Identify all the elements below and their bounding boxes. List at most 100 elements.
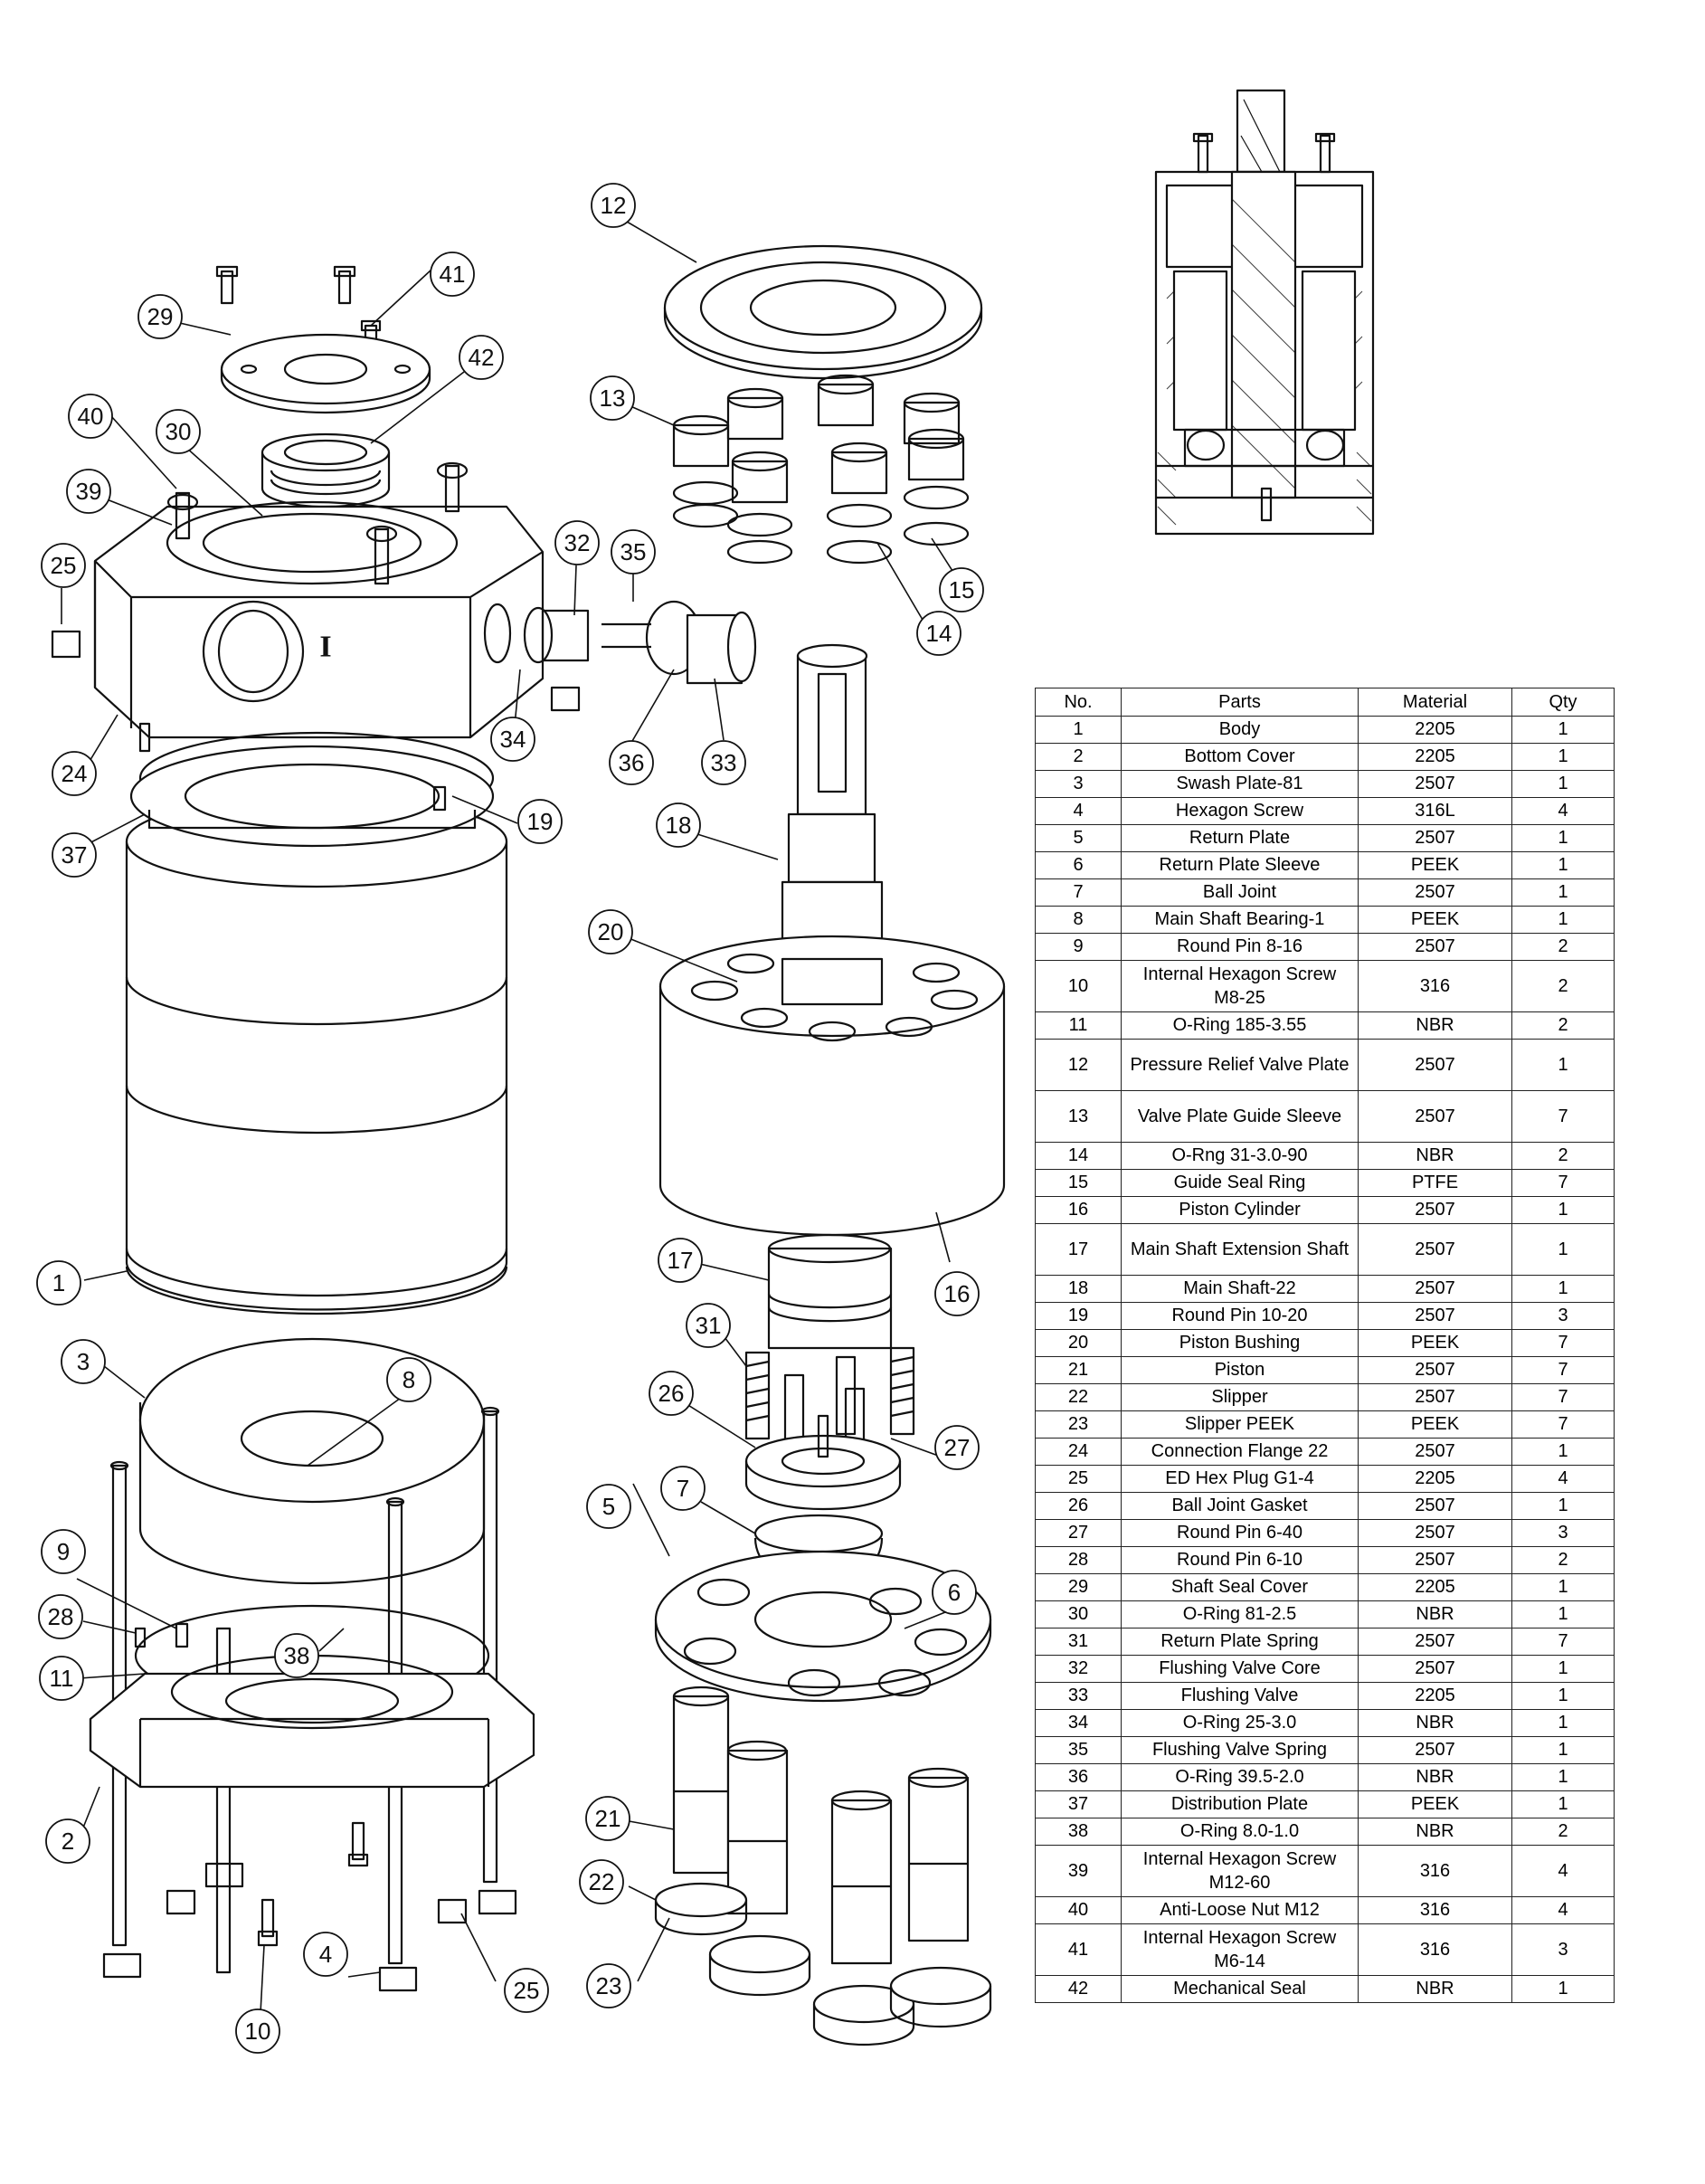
callout-34: 34: [500, 726, 526, 753]
cell-material: 2205: [1358, 1682, 1512, 1710]
body-marking: I: [319, 631, 331, 664]
callout-14: 14: [926, 620, 952, 647]
cell-part: Piston: [1121, 1356, 1359, 1384]
callout-16: 16: [944, 1280, 971, 1307]
cell-material: 2205: [1358, 1465, 1512, 1493]
cross-section-view: [1154, 89, 1375, 536]
cell-qty: 1: [1511, 1763, 1615, 1791]
cell-no: 22: [1035, 1383, 1122, 1411]
cell-material: 2507: [1358, 1438, 1512, 1466]
cell-part: Valve Plate Guide Sleeve: [1121, 1090, 1359, 1143]
cell-part: Round Pin 10-20: [1121, 1302, 1359, 1330]
cell-material: 2507: [1358, 933, 1512, 961]
cell-no: 40: [1035, 1896, 1122, 1924]
cell-qty: 1: [1511, 1736, 1615, 1764]
cell-qty: 2: [1511, 1011, 1615, 1040]
cell-qty: 1: [1511, 1975, 1615, 2003]
cell-qty: 1: [1511, 878, 1615, 907]
cell-material: 2507: [1358, 1628, 1512, 1656]
cell-part: Round Pin 8-16: [1121, 933, 1359, 961]
cell-material: 2507: [1358, 1275, 1512, 1303]
callout-42: 42: [469, 344, 495, 371]
cell-qty: 7: [1511, 1410, 1615, 1439]
callout-30: 30: [166, 418, 192, 445]
cell-qty: 7: [1511, 1356, 1615, 1384]
cell-no: 2: [1035, 743, 1122, 771]
callout-35: 35: [620, 538, 647, 565]
cell-no: 5: [1035, 824, 1122, 852]
cell-no: 13: [1035, 1090, 1122, 1143]
callout-13: 13: [600, 385, 626, 412]
cell-material: 316: [1358, 1845, 1512, 1897]
callout-31: 31: [696, 1312, 722, 1339]
cell-qty: 2: [1511, 960, 1615, 1012]
cell-qty: 7: [1511, 1169, 1615, 1197]
cell-no: 37: [1035, 1790, 1122, 1818]
cell-no: 36: [1035, 1763, 1122, 1791]
callout-28: 28: [48, 1603, 74, 1630]
cell-qty: 1: [1511, 1600, 1615, 1629]
cell-part: Slipper PEEK: [1121, 1410, 1359, 1439]
cell-qty: 2: [1511, 1546, 1615, 1574]
callout-5: 5: [602, 1493, 615, 1520]
cell-material: NBR: [1358, 1142, 1512, 1170]
cell-qty: 1: [1511, 1039, 1615, 1091]
cell-no: 24: [1035, 1438, 1122, 1466]
cell-no: 8: [1035, 906, 1122, 934]
cell-part: Internal Hexagon Screw M8-25: [1121, 960, 1359, 1012]
cell-qty: 3: [1511, 1302, 1615, 1330]
cell-material: 2507: [1358, 1302, 1512, 1330]
cell-part: O-Ring 39.5-2.0: [1121, 1763, 1359, 1791]
cell-material: 2507: [1358, 1492, 1512, 1520]
callout-6: 6: [948, 1579, 961, 1606]
cell-material: NBR: [1358, 1818, 1512, 1846]
cell-part: Flushing Valve: [1121, 1682, 1359, 1710]
callout-10: 10: [245, 2018, 271, 2045]
cell-material: 2507: [1358, 1736, 1512, 1764]
callout-9: 9: [57, 1538, 70, 1565]
cell-qty: 1: [1511, 1573, 1615, 1601]
cell-qty: 7: [1511, 1383, 1615, 1411]
cell-qty: 1: [1511, 1275, 1615, 1303]
cell-material: 2507: [1358, 1223, 1512, 1276]
valve-plate-group: [663, 244, 983, 565]
callout-3: 3: [77, 1348, 90, 1375]
cell-qty: 1: [1511, 851, 1615, 879]
body-group: [51, 461, 545, 1315]
cell-qty: 1: [1511, 906, 1615, 934]
cell-part: Return Plate Sleeve: [1121, 851, 1359, 879]
cell-no: 23: [1035, 1410, 1122, 1439]
cell-material: PEEK: [1358, 906, 1512, 934]
cell-part: O-Ring 185-3.55: [1121, 1011, 1359, 1040]
cell-part: Ball Joint Gasket: [1121, 1492, 1359, 1520]
cell-no: 9: [1035, 933, 1122, 961]
cell-part: Main Shaft Bearing-1: [1121, 906, 1359, 934]
cell-part: O-Ring 81-2.5: [1121, 1600, 1359, 1629]
cell-part: Main Shaft-22: [1121, 1275, 1359, 1303]
callout-15: 15: [949, 576, 975, 603]
cell-part: Hexagon Screw: [1121, 797, 1359, 825]
cell-part: Distribution Plate: [1121, 1790, 1359, 1818]
cell-part: Round Pin 6-10: [1121, 1546, 1359, 1574]
cell-qty: 1: [1511, 1790, 1615, 1818]
cell-part: O-Rng 31-3.0-90: [1121, 1142, 1359, 1170]
cell-qty: 1: [1511, 716, 1615, 744]
cell-material: 2507: [1358, 878, 1512, 907]
cell-material: 2205: [1358, 716, 1512, 744]
cell-qty: 1: [1511, 1223, 1615, 1276]
callout-11: 11: [50, 1665, 74, 1692]
